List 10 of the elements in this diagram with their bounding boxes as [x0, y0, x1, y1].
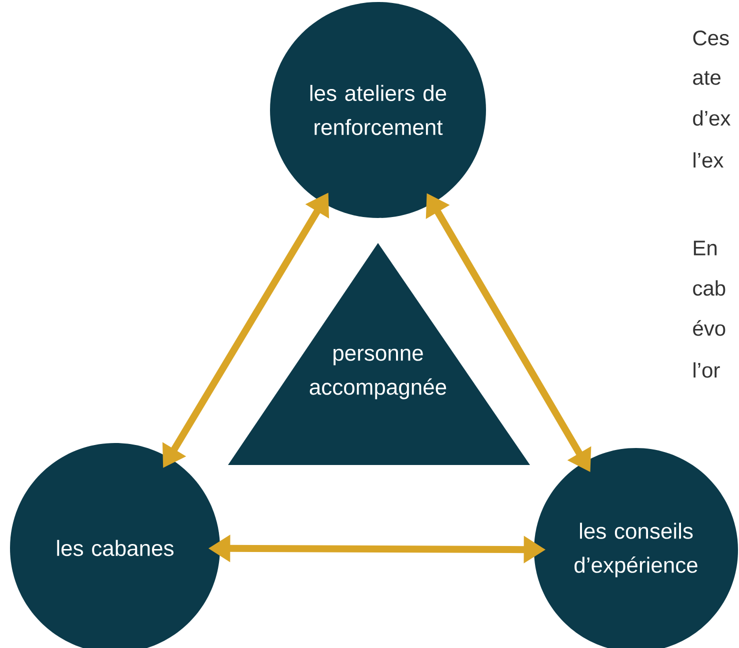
text-fragment: l’ex — [694, 152, 724, 168]
text-fragment: cab — [693, 280, 726, 296]
text-fragment: l’or — [694, 362, 720, 378]
text-fragment: En — [694, 240, 717, 256]
text-fragment: Ces — [693, 30, 729, 46]
text-fragment: d’ex — [693, 110, 730, 126]
circle-node: les ateliers de renforcement — [270, 2, 486, 218]
text-fragment: évo — [693, 320, 726, 336]
text-fragment: ate — [693, 71, 720, 85]
triangle-node: personne accompagnée — [228, 243, 530, 465]
